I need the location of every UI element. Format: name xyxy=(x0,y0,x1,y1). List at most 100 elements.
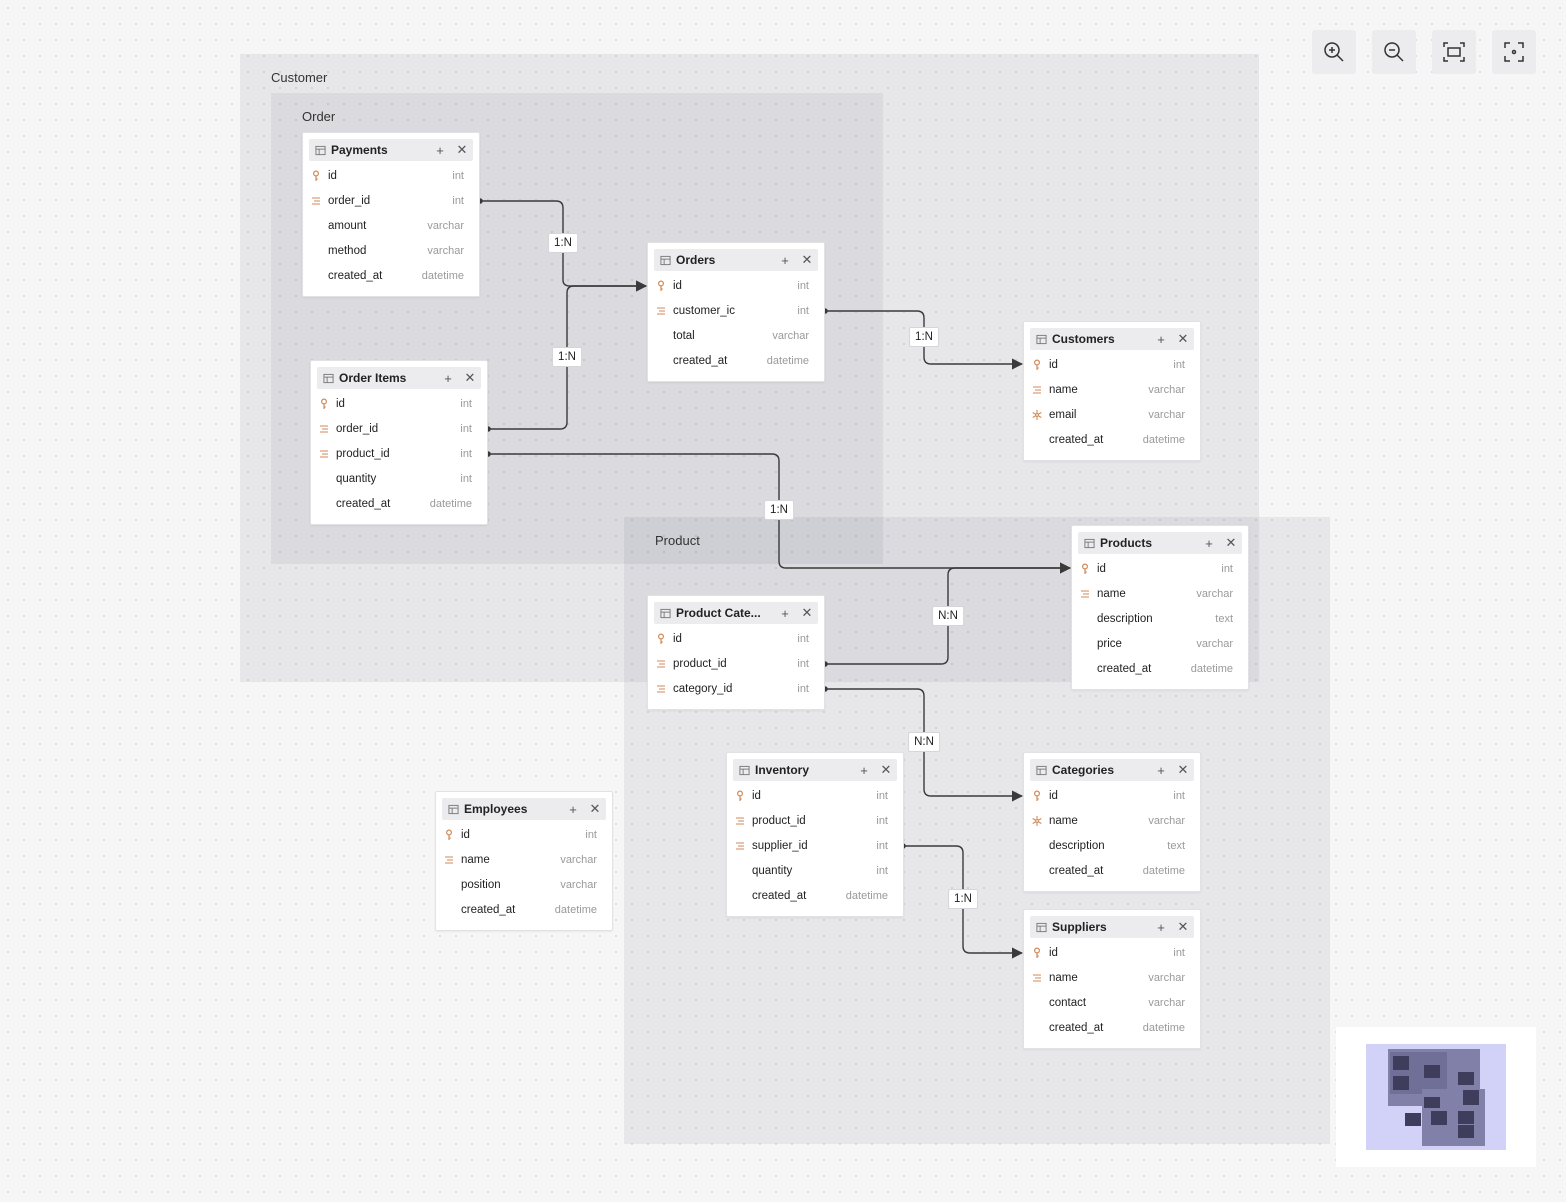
add-field-button[interactable]: + xyxy=(436,142,444,158)
add-field-button[interactable]: + xyxy=(1157,919,1165,935)
close-table-button[interactable]: ✕ xyxy=(589,801,601,816)
close-table-button[interactable]: ✕ xyxy=(1177,919,1189,934)
close-table-button[interactable]: ✕ xyxy=(1177,331,1189,346)
table-header[interactable]: Products+✕ xyxy=(1078,532,1242,554)
minimap-view[interactable] xyxy=(1336,1027,1536,1167)
unique-icon xyxy=(1024,815,1049,827)
table-header[interactable]: Order Items+✕ xyxy=(317,367,481,389)
table-header[interactable]: Payments+✕ xyxy=(309,139,473,161)
close-table-button[interactable]: ✕ xyxy=(1225,535,1237,550)
add-field-button[interactable]: + xyxy=(1205,535,1213,551)
fullscreen-button[interactable] xyxy=(1492,30,1536,74)
add-field-button[interactable]: + xyxy=(860,762,868,778)
relation-label-product-categories-categories[interactable]: N:N xyxy=(908,732,940,752)
table-header[interactable]: Suppliers+✕ xyxy=(1030,916,1194,938)
add-field-button[interactable]: + xyxy=(569,801,577,817)
table-header[interactable]: Orders+✕ xyxy=(654,249,818,271)
table-icon xyxy=(309,145,331,156)
add-field-button[interactable]: + xyxy=(444,370,452,386)
table-header[interactable]: Categories+✕ xyxy=(1030,759,1194,781)
relation-label-inventory-suppliers[interactable]: 1:N xyxy=(948,889,978,909)
close-table-button[interactable]: ✕ xyxy=(801,252,813,267)
close-table-button[interactable]: ✕ xyxy=(1177,762,1189,777)
relation-label-product-categories-products[interactable]: N:N xyxy=(932,606,964,626)
field-name: order_id xyxy=(336,422,379,435)
close-table-button[interactable]: ✕ xyxy=(464,370,476,385)
zoom-in-button[interactable] xyxy=(1312,30,1356,74)
relation-label-order-items-orders[interactable]: 1:N xyxy=(552,347,582,367)
add-field-button[interactable]: + xyxy=(1157,762,1165,778)
table-header[interactable]: Inventory+✕ xyxy=(733,759,897,781)
field-name: method xyxy=(328,244,367,257)
close-table-button[interactable]: ✕ xyxy=(456,142,468,157)
fit-view-button[interactable] xyxy=(1432,30,1476,74)
add-field-button[interactable]: + xyxy=(781,252,789,268)
add-field-button[interactable]: + xyxy=(1157,331,1165,347)
relation-label-order-items-products[interactable]: 1:N xyxy=(764,500,794,520)
relation-label-payments-orders[interactable]: 1:N xyxy=(548,233,578,253)
close-table-button[interactable]: ✕ xyxy=(880,762,892,777)
add-field-button[interactable]: + xyxy=(781,605,789,621)
minimap[interactable] xyxy=(1336,1027,1536,1167)
table-header[interactable]: Product Cate...+✕ xyxy=(654,602,818,624)
zoom-out-button[interactable] xyxy=(1372,30,1416,74)
close-table-button[interactable]: ✕ xyxy=(801,605,813,620)
table-header[interactable]: Employees+✕ xyxy=(442,798,606,820)
table-header[interactable]: Customers+✕ xyxy=(1030,328,1194,350)
relation-label-orders-customers[interactable]: 1:N xyxy=(909,327,939,347)
